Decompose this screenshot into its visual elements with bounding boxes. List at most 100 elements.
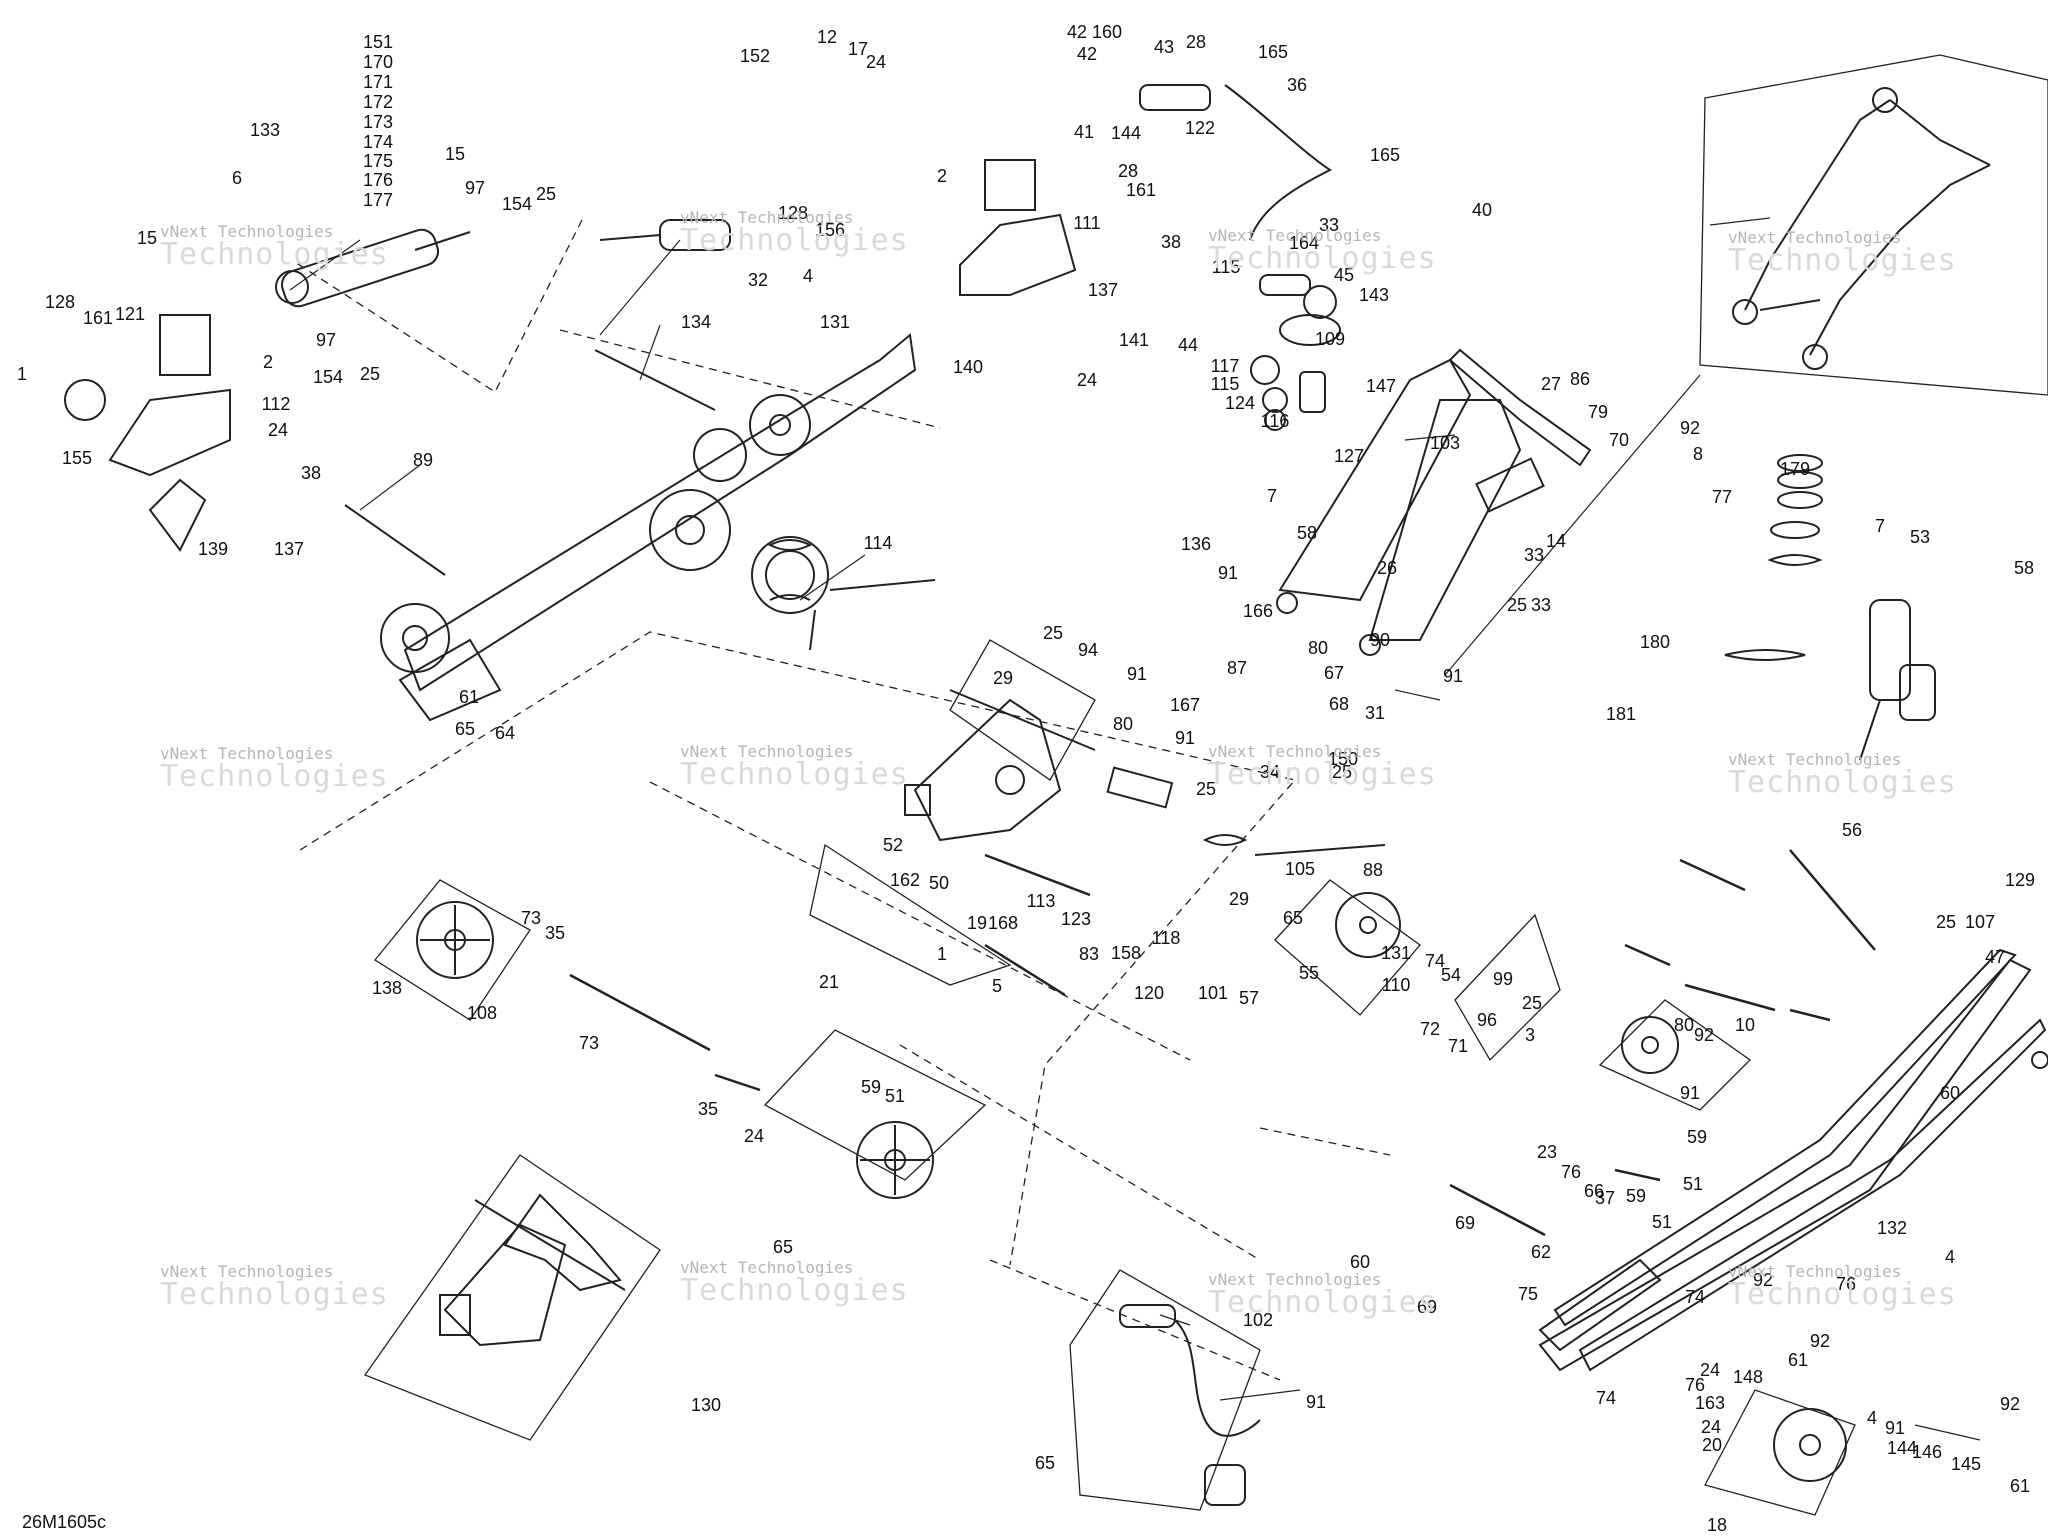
idler-wheel-153 bbox=[1773, 1408, 1847, 1482]
callout: 94 bbox=[1077, 640, 1099, 660]
callout: 155 bbox=[61, 448, 93, 468]
front-shock-assembly bbox=[275, 228, 471, 308]
callout: 174 bbox=[362, 132, 394, 152]
callout: 150 bbox=[1327, 749, 1359, 769]
callout: 86 bbox=[1569, 369, 1591, 389]
leader-lines bbox=[289, 217, 1981, 1441]
callout: 108 bbox=[466, 1003, 498, 1023]
callout: 170 bbox=[362, 52, 394, 72]
callout: 165 bbox=[1369, 145, 1401, 165]
callout: 168 bbox=[987, 913, 1019, 933]
callout: 31 bbox=[1364, 703, 1386, 723]
callout: 67 bbox=[1323, 663, 1345, 683]
callout: 181 bbox=[1605, 704, 1637, 724]
callout: 114 bbox=[863, 533, 893, 553]
callout: 136 bbox=[1180, 534, 1212, 554]
callout: 154 bbox=[501, 194, 533, 214]
callout: 116 bbox=[1260, 411, 1290, 431]
callout: 92 bbox=[1999, 1394, 2021, 1414]
callout: 42 bbox=[1076, 44, 1098, 64]
callout: 5 bbox=[991, 976, 1003, 996]
callout: 107 bbox=[1964, 912, 1996, 932]
callout: 28 bbox=[1185, 32, 1207, 52]
callout: 4 bbox=[802, 266, 814, 286]
callout: 162 bbox=[889, 870, 921, 890]
callout: 60 bbox=[1349, 1252, 1371, 1272]
callout: 7 bbox=[1266, 486, 1278, 506]
callout: 105 bbox=[1284, 859, 1316, 879]
callout: 4 bbox=[1866, 1408, 1878, 1428]
callout: 121 bbox=[114, 304, 146, 324]
callout: 53 bbox=[1909, 527, 1931, 547]
callout: 133 bbox=[249, 120, 281, 140]
callout: 91 bbox=[1126, 664, 1148, 684]
callout: 137 bbox=[1087, 280, 1119, 300]
callout: 137 bbox=[273, 539, 305, 559]
callout: 25 bbox=[1506, 595, 1528, 615]
callout: 118 bbox=[1151, 928, 1181, 948]
idler-wheel-108 bbox=[1621, 1016, 1679, 1074]
callout: 115 bbox=[1210, 374, 1240, 394]
callout: 20 bbox=[1701, 1435, 1723, 1455]
callout: 38 bbox=[1160, 232, 1182, 252]
callout: 47 bbox=[1984, 947, 2006, 967]
callout: 23 bbox=[1536, 1142, 1558, 1162]
callout: 76 bbox=[1835, 1274, 1857, 1294]
callout: 129 bbox=[2004, 870, 2036, 890]
callout: 3 bbox=[1524, 1025, 1536, 1045]
front-rail bbox=[344, 333, 917, 722]
center-arm-113 bbox=[904, 689, 1096, 842]
callout: 144 bbox=[1110, 123, 1142, 143]
callout: 112 bbox=[261, 394, 291, 414]
callout: 10 bbox=[1734, 1015, 1756, 1035]
callout: 59 bbox=[1686, 1127, 1708, 1147]
callout: 70 bbox=[1608, 430, 1630, 450]
callout: 36 bbox=[1286, 75, 1308, 95]
callout: 158 bbox=[1110, 943, 1142, 963]
callout: 25 bbox=[1935, 912, 1957, 932]
callout: 34 bbox=[1259, 762, 1281, 782]
rear-rail bbox=[1538, 948, 2048, 1372]
callout: 14 bbox=[1545, 531, 1567, 551]
callout: 65 bbox=[772, 1237, 794, 1257]
callout: 131 bbox=[1380, 943, 1412, 963]
callout: 73 bbox=[578, 1033, 600, 1053]
callout: 83 bbox=[1078, 944, 1100, 964]
callout: 165 bbox=[1257, 42, 1289, 62]
callout: 91 bbox=[1174, 728, 1196, 748]
callout: 33 bbox=[1530, 595, 1552, 615]
callout: 41 bbox=[1073, 122, 1095, 142]
callout: 24 bbox=[267, 420, 289, 440]
callout: 59 bbox=[1625, 1186, 1647, 1206]
callout: 51 bbox=[884, 1086, 906, 1106]
callout: 37 bbox=[1594, 1188, 1616, 1208]
callout: 38 bbox=[300, 463, 322, 483]
callout: 28 bbox=[1117, 161, 1139, 181]
callout: 25 bbox=[1521, 993, 1543, 1013]
callout: 166 bbox=[1242, 601, 1274, 621]
callout: 43 bbox=[1153, 37, 1175, 57]
callout: 132 bbox=[1876, 1218, 1908, 1238]
figure-code: 26M1605c bbox=[22, 1512, 107, 1532]
callout: 120 bbox=[1133, 983, 1165, 1003]
callout: 90 bbox=[1369, 630, 1391, 650]
callout: 33 bbox=[1523, 545, 1545, 565]
callout: 102 bbox=[1242, 1310, 1274, 1330]
callout: 92 bbox=[1693, 1025, 1715, 1045]
callout: 173 bbox=[362, 112, 394, 132]
callout: 111 bbox=[1073, 213, 1101, 233]
callout: 8 bbox=[1692, 444, 1704, 464]
callout: 24 bbox=[865, 52, 887, 72]
front-mount-bracket bbox=[64, 314, 231, 552]
group-outlines bbox=[294, 219, 1391, 1381]
callout: 122 bbox=[1184, 118, 1216, 138]
callout: 25 bbox=[535, 184, 557, 204]
rear-upper-arm bbox=[1276, 348, 1592, 656]
callout: 160 bbox=[1091, 22, 1123, 42]
callout: 69 bbox=[1416, 1297, 1438, 1317]
callout: 51 bbox=[1682, 1174, 1704, 1194]
callout: 103 bbox=[1429, 433, 1461, 453]
callout: 97 bbox=[315, 330, 337, 350]
callout: 109 bbox=[1314, 329, 1346, 349]
group-frames bbox=[363, 54, 2048, 1516]
